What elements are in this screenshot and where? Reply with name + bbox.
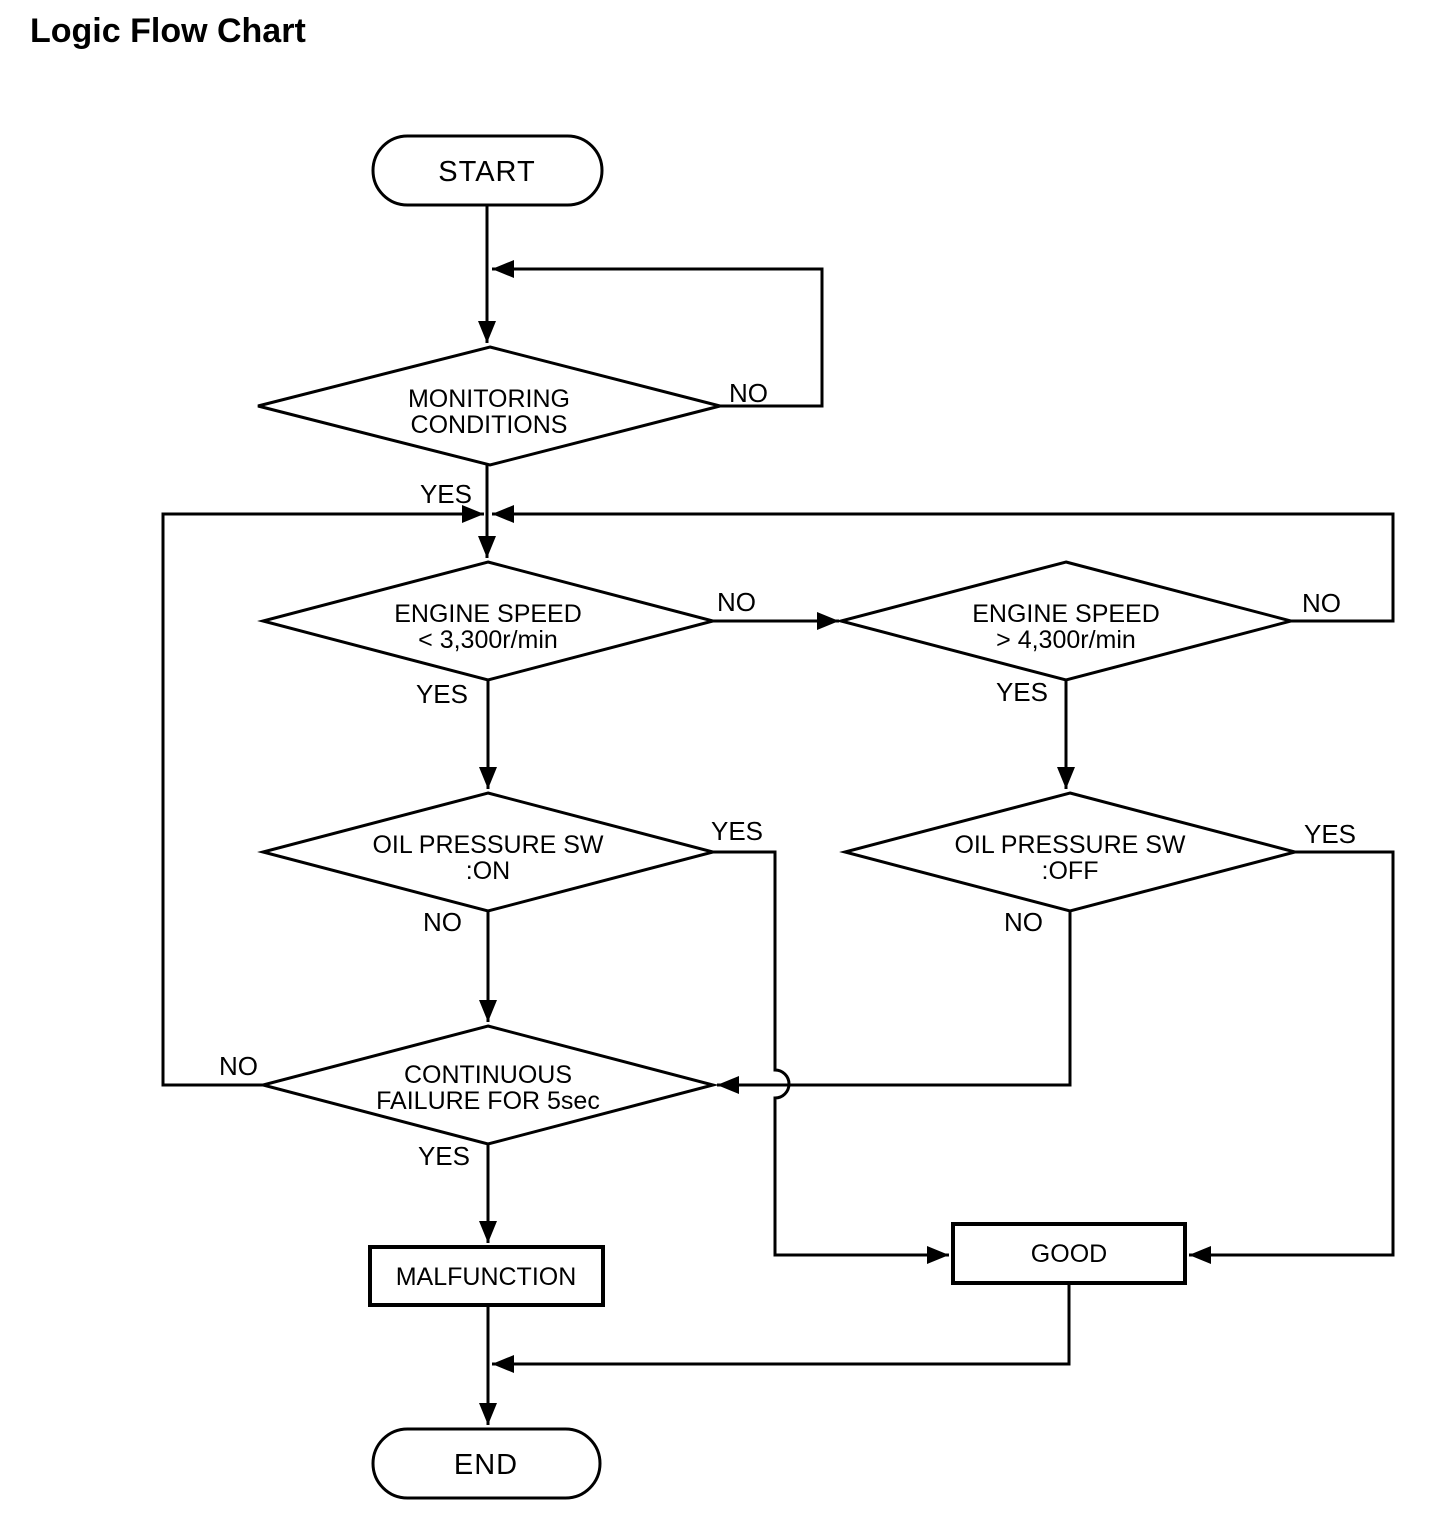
node-engine-speed-low: ENGINE SPEED < 3,300r/min xyxy=(257,560,719,682)
engine-high-label-line1: ENGINE SPEED xyxy=(972,600,1160,628)
continuous-diamond xyxy=(257,1024,719,1146)
edges xyxy=(161,205,1395,1425)
monitoring-diamond xyxy=(257,345,721,467)
oil-on-label-line1: OIL PRESSURE SW xyxy=(372,831,603,859)
monitoring-label-line1: MONITORING xyxy=(408,385,570,413)
label-oil-off-yes: YES xyxy=(1304,819,1356,849)
edge-labels: NO YES NO YES NO YES YES NO YES NO NO YE… xyxy=(219,378,1356,1171)
continuous-label-line1: CONTINUOUS xyxy=(404,1061,572,1089)
start-shape xyxy=(371,134,604,207)
oil-off-diamond xyxy=(839,791,1301,913)
node-oil-pressure-on: OIL PRESSURE SW :ON xyxy=(257,791,719,913)
node-start: START xyxy=(371,134,604,207)
oil-off-label-line1: OIL PRESSURE SW xyxy=(954,831,1185,859)
edge-monitoring-no-loop xyxy=(492,260,824,408)
label-oil-on-yes: YES xyxy=(711,816,763,846)
label-oil-off-no: NO xyxy=(1004,907,1043,937)
edge-good-to-end xyxy=(492,1283,1071,1373)
label-engine-high-no: NO xyxy=(1302,588,1341,618)
malfunction-label: MALFUNCTION xyxy=(396,1263,577,1291)
node-oil-pressure-off: OIL PRESSURE SW :OFF xyxy=(839,791,1301,913)
label-engine-high-yes: YES xyxy=(996,677,1048,707)
edge-engine-high-no-return xyxy=(492,505,1395,623)
label-continuous-yes: YES xyxy=(418,1141,470,1171)
node-end: END xyxy=(371,1427,602,1500)
label-monitoring-yes: YES xyxy=(420,479,472,509)
node-continuous-failure: CONTINUOUS FAILURE FOR 5sec xyxy=(257,1024,719,1146)
continuous-label-line2: FAILURE FOR 5sec xyxy=(376,1087,600,1115)
label-engine-low-no: NO xyxy=(717,587,756,617)
node-good: GOOD xyxy=(951,1222,1187,1285)
node-engine-speed-high: ENGINE SPEED > 4,300r/min xyxy=(835,560,1297,682)
engine-low-label-line2: < 3,300r/min xyxy=(418,626,558,654)
label-engine-low-yes: YES xyxy=(416,679,468,709)
end-shape xyxy=(371,1427,602,1500)
engine-low-diamond xyxy=(257,560,719,682)
edge-oil-on-yes-to-good xyxy=(713,850,949,1264)
engine-high-diamond xyxy=(835,560,1297,682)
malfunction-box xyxy=(368,1245,605,1307)
node-malfunction: MALFUNCTION xyxy=(368,1245,605,1307)
monitoring-label-line2: CONDITIONS xyxy=(411,411,568,439)
label-oil-on-no: NO xyxy=(423,907,462,937)
page-title: Logic Flow Chart xyxy=(30,12,306,50)
oil-on-diamond xyxy=(257,791,719,913)
label-monitoring-no: NO xyxy=(729,378,768,408)
oil-on-label-line2: :ON xyxy=(466,857,510,885)
end-label: END xyxy=(454,1449,518,1481)
engine-low-label-line1: ENGINE SPEED xyxy=(394,600,582,628)
edge-oil-off-yes-to-good xyxy=(1189,850,1395,1264)
good-box xyxy=(951,1222,1187,1285)
good-label: GOOD xyxy=(1031,1240,1107,1268)
edge-continuous-no-return xyxy=(161,505,484,1087)
label-continuous-no: NO xyxy=(219,1051,258,1081)
edge-oil-off-no xyxy=(717,911,1072,1094)
engine-high-label-line2: > 4,300r/min xyxy=(996,626,1136,654)
node-monitoring-conditions: MONITORING CONDITIONS xyxy=(257,345,721,467)
oil-off-label-line2: :OFF xyxy=(1042,857,1099,885)
start-label: START xyxy=(438,156,535,188)
